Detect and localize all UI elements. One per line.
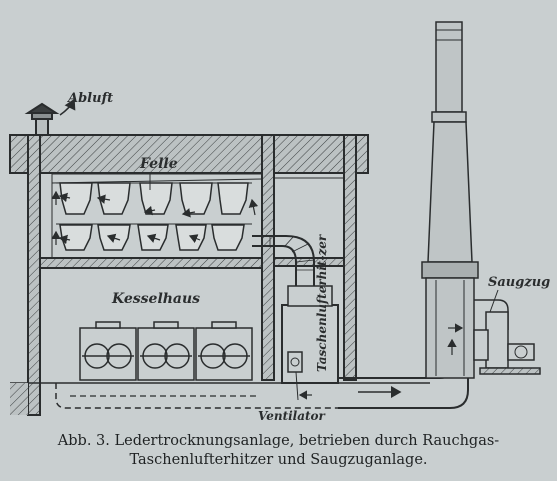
label-abluft: Abluft xyxy=(66,91,113,106)
roof-slab xyxy=(9,134,369,174)
boiler-2 xyxy=(137,321,195,381)
label-ventilator: Ventilator xyxy=(258,409,327,423)
airflow-arrows xyxy=(51,190,259,245)
label-taschenlufterhitzer: Taschenlufterhit-zer xyxy=(315,233,329,372)
label-felle: Felle xyxy=(139,156,178,172)
boiler-1 xyxy=(79,321,137,381)
boiler-3 xyxy=(195,321,253,381)
floor-slab xyxy=(39,257,263,269)
underground-flue xyxy=(55,383,350,409)
figure-caption: Abb. 3. Ledertrocknungsanlage, betrieben… xyxy=(0,432,557,470)
left-wall xyxy=(27,134,41,416)
plant-diagram: Abluft Felle Kesselhaus Taschenlufterhit… xyxy=(9,21,550,423)
hides-row-1 xyxy=(59,182,249,215)
exhaust-vent xyxy=(24,98,76,136)
label-saugzug: Saugzug xyxy=(488,275,550,290)
right-wall xyxy=(343,134,357,381)
ground-fill-left xyxy=(10,383,28,415)
chimney xyxy=(421,21,479,379)
floor-slab-right xyxy=(273,257,345,267)
caption-line-2: Taschenlufterhitzer und Saugzuganlage. xyxy=(129,452,428,468)
ventilator-box xyxy=(287,351,303,373)
middle-wall xyxy=(261,134,275,381)
drying-room xyxy=(51,173,263,259)
induced-draft-fan xyxy=(448,299,541,375)
caption-line-1: Abb. 3. Ledertrocknungsanlage, betrieben… xyxy=(57,433,500,449)
label-kesselhaus: Kesselhaus xyxy=(111,291,200,307)
